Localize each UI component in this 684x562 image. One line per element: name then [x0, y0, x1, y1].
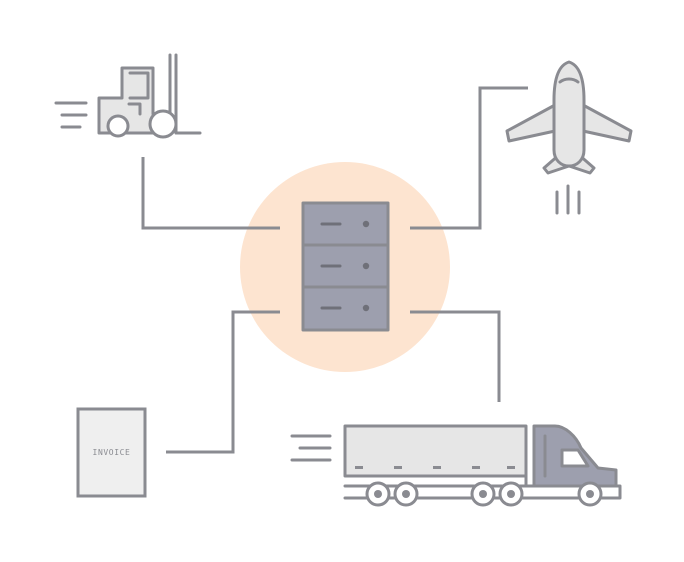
invoice-label: INVOICE	[93, 448, 131, 457]
connector-truck	[410, 310, 501, 402]
server-rack-icon	[301, 201, 390, 332]
invoice-document-icon: INVOICE	[76, 407, 147, 498]
connectors	[141, 86, 528, 454]
connector-invoice	[166, 310, 280, 454]
airplane-icon	[505, 60, 633, 215]
connector-airplane	[410, 86, 528, 230]
semi-truck-icon	[290, 424, 622, 507]
forklift-icon	[54, 53, 202, 139]
connector-forklift	[141, 157, 280, 230]
